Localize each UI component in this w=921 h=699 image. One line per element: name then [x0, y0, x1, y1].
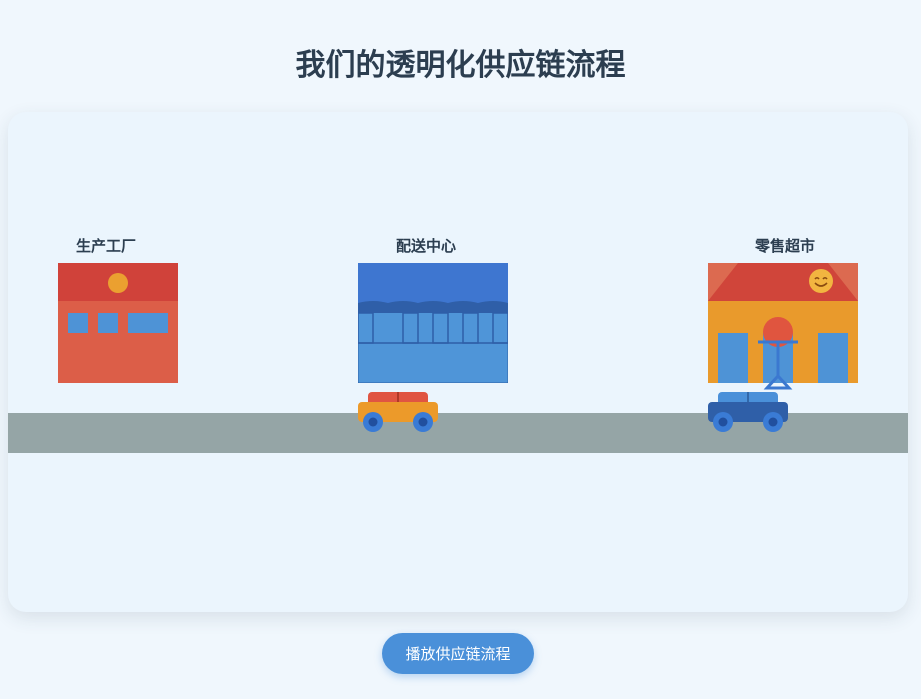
station-label-supermarket: 零售超市	[755, 237, 816, 255]
supply-chain-scene: 生产工厂 配送中心 零售超市	[8, 112, 908, 612]
station-label-distribution-center: 配送中心	[396, 237, 457, 255]
station-label-factory: 生产工厂	[76, 237, 137, 255]
warehouse-icon[interactable]	[358, 263, 508, 383]
delivery-truck-icon	[358, 392, 438, 432]
page-title: 我们的透明化供应链流程	[295, 48, 626, 83]
play-supply-chain-button[interactable]: 播放供应链流程	[382, 633, 534, 674]
factory-icon[interactable]	[58, 263, 178, 383]
delivery-truck-icon	[708, 392, 788, 432]
smiling-face-icon	[809, 269, 833, 293]
shopper-figure-icon	[758, 317, 798, 390]
